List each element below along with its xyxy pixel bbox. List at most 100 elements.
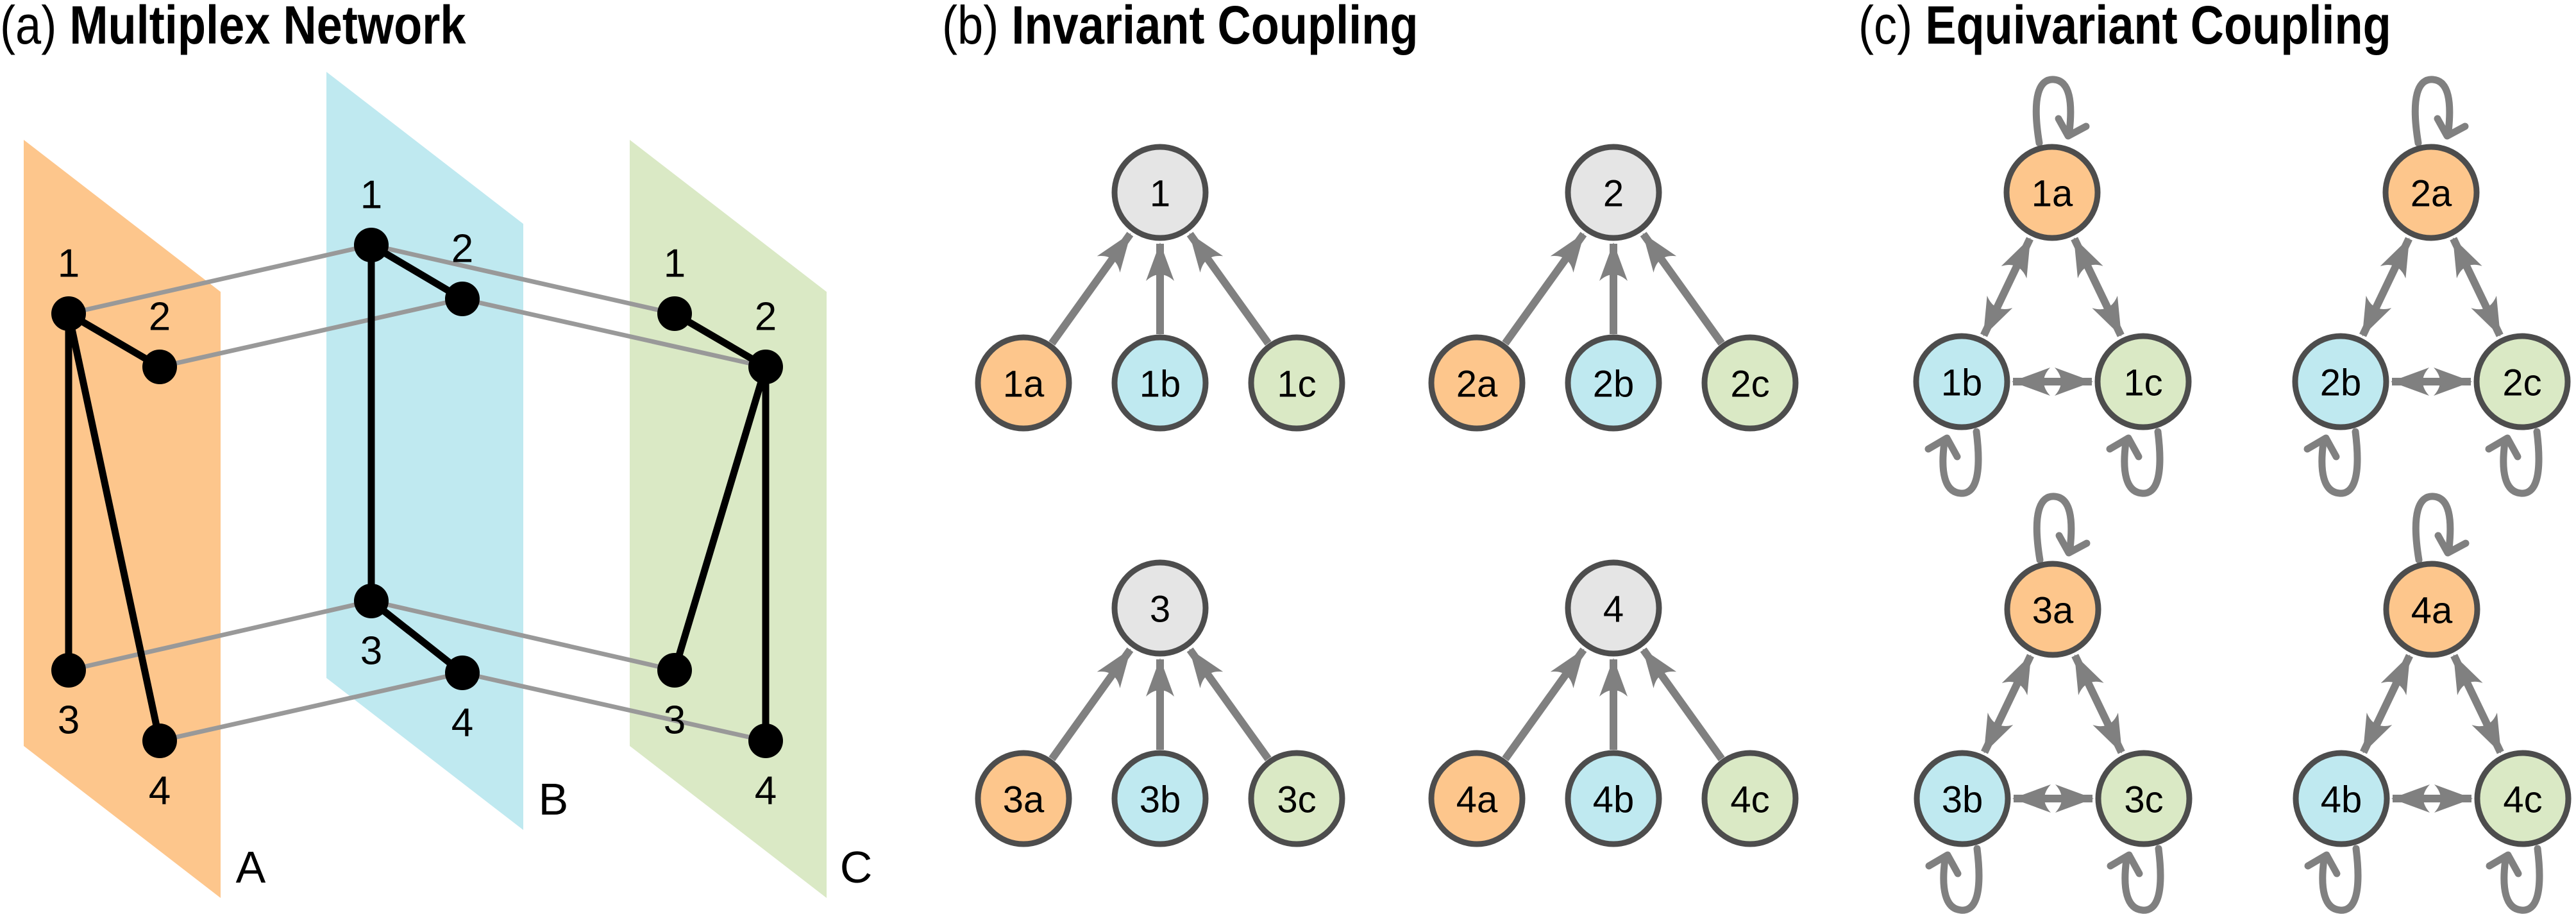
- node-label-1: 1: [1150, 173, 1170, 215]
- coupling-edge-4c-to-4: [1640, 647, 1725, 761]
- layer-node-b1: [354, 228, 389, 262]
- self-loop-path-2a: [2411, 76, 2454, 147]
- layer-node-label-b2: 2: [451, 227, 473, 271]
- self-loop-4b: [2304, 845, 2362, 914]
- self-loop-1b: [1924, 428, 1982, 497]
- intralayer-edge-a-1-2: [67, 310, 162, 370]
- self-loop-3c: [2107, 845, 2164, 914]
- intralayer-edge-b-3-4: [369, 598, 465, 676]
- node-label-1c: 1c: [2123, 362, 2162, 404]
- interlayer-edge-ab-4: [159, 670, 463, 743]
- node-3b: [1914, 750, 2011, 847]
- node-2b: [2292, 333, 2389, 430]
- coupling-edge-1a-1c: [2071, 237, 2125, 337]
- interlayer-edge-bc-3: [371, 598, 675, 673]
- node-label-4b: 4b: [2321, 779, 2362, 821]
- layer-node-c2: [748, 350, 783, 384]
- node-label-3c: 3c: [1277, 779, 1316, 821]
- node-label-2a: 2a: [1456, 364, 1498, 405]
- self-loop-2c: [2485, 428, 2543, 497]
- self-loop-arrowhead-1a: [2055, 115, 2090, 140]
- self-loop-4c: [2486, 845, 2543, 914]
- panel-c-tag: (c): [1858, 0, 1913, 55]
- self-loop-path-3c: [2121, 845, 2164, 914]
- coupling-edge-4a-4b: [2360, 654, 2413, 754]
- node-label-2: 2: [1603, 173, 1624, 215]
- layer-node-label-c3: 3: [664, 698, 686, 743]
- node-3a: [975, 750, 1072, 847]
- node-1: [1111, 144, 1209, 241]
- node-2c: [2473, 333, 2571, 430]
- layer-node-label-a2: 2: [149, 295, 171, 339]
- panel-a-title: (a) Multiplex Network: [0, 0, 466, 54]
- node-label-1b: 1b: [1140, 364, 1181, 405]
- layer-node-label-c2: 2: [755, 295, 777, 339]
- self-loop-arrowhead-4c: [2486, 851, 2522, 877]
- coupling-edge-3a-3c: [2071, 654, 2125, 754]
- node-4c: [2474, 750, 2572, 847]
- node-3: [1111, 559, 1209, 657]
- self-loop-arrowhead-3c: [2107, 851, 2143, 877]
- self-loop-path-1b: [1939, 428, 1982, 497]
- self-loop-2a: [2411, 76, 2469, 147]
- self-loop-arrowhead-2c: [2485, 434, 2521, 461]
- self-loop-path-1c: [2121, 428, 2164, 497]
- interlayer-edge-bc-1: [371, 242, 675, 316]
- interlayer-edge-ab-3: [68, 598, 372, 673]
- layer-plane-a: [24, 140, 221, 898]
- self-loop-4a: [2412, 493, 2470, 564]
- node-2a: [1428, 334, 1526, 432]
- node-label-3b: 3b: [1942, 779, 1983, 821]
- node-label-3a: 3a: [2032, 590, 2074, 632]
- layer-name-a: A: [236, 842, 266, 892]
- node-1b: [1111, 334, 1209, 432]
- node-3b: [1111, 750, 1209, 847]
- panel-a-name: Multiplex Network: [69, 0, 466, 55]
- panel-b-name: Invariant Coupling: [1011, 0, 1418, 55]
- coupling-edge-1a-1b: [1980, 237, 2033, 337]
- layer-node-label-c1: 1: [664, 242, 686, 286]
- layer-node-a3: [51, 653, 86, 688]
- self-loop-arrowhead-1c: [2106, 434, 2142, 461]
- node-label-2b: 2b: [1593, 364, 1635, 405]
- self-loop-arrowhead-2b: [2303, 434, 2340, 461]
- self-loop-path-4a: [2412, 493, 2454, 564]
- node-4a: [1428, 750, 1526, 847]
- intralayer-edge-c-2-3: [671, 366, 770, 672]
- node-1c: [2094, 333, 2192, 430]
- layer-node-a2: [142, 350, 177, 384]
- layer-node-label-c4: 4: [755, 769, 777, 813]
- self-loop-path-1a: [2032, 76, 2075, 147]
- node-label-1a: 1a: [2032, 173, 2073, 215]
- coupling-edge-2c-to-2: [1640, 232, 1725, 346]
- interlayer-edge-ab-2: [159, 296, 463, 369]
- node-label-2a: 2a: [2411, 173, 2452, 215]
- node-1b: [1913, 333, 2010, 430]
- panel-c-name: Equivariant Coupling: [1925, 0, 2391, 55]
- node-label-2b: 2b: [2320, 362, 2362, 404]
- node-label-4: 4: [1603, 589, 1624, 630]
- coupling-edge-3a-to-3: [1048, 647, 1134, 761]
- self-loop-path-2c: [2500, 428, 2543, 497]
- self-loop-3b: [1925, 845, 1983, 914]
- layer-node-b4: [445, 656, 480, 690]
- node-2b: [1565, 334, 1662, 432]
- self-loop-arrowhead-3a: [2055, 532, 2091, 557]
- node-3a: [2004, 561, 2101, 658]
- layer-node-label-b1: 1: [360, 173, 382, 217]
- self-loop-3a: [2033, 493, 2091, 564]
- node-label-3: 3: [1150, 589, 1170, 630]
- self-loop-path-4b: [2319, 845, 2362, 914]
- node-4b: [2293, 750, 2390, 847]
- self-loop-2b: [2303, 428, 2361, 497]
- coupling-edge-2a-to-2: [1502, 232, 1587, 346]
- node-label-3a: 3a: [1003, 779, 1045, 821]
- node-1a: [975, 334, 1072, 432]
